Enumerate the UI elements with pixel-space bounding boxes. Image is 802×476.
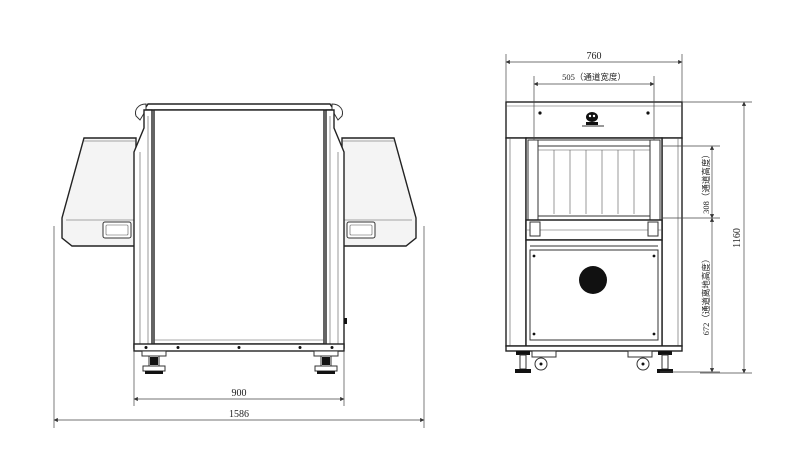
base-bolts xyxy=(144,346,334,349)
dim-label-505: 505（通道宽度） xyxy=(562,72,626,82)
dim-label-1160: 1160 xyxy=(732,228,743,248)
right-handle-slot xyxy=(346,221,376,239)
front-view: 900 1586 xyxy=(53,103,425,428)
side-left-panel xyxy=(505,137,527,347)
front-left-caster xyxy=(141,350,167,374)
dimension-tunnel-floor-height: 672（通道离地高度） xyxy=(660,217,720,373)
front-right-column xyxy=(325,109,345,349)
tunnel-curtain xyxy=(537,145,651,217)
dim-label-1586: 1586 xyxy=(229,409,249,420)
front-left-column xyxy=(133,109,153,349)
side-right-panel xyxy=(661,137,683,347)
dimension-overall-width: 1586 xyxy=(53,226,425,428)
left-handle-slot xyxy=(102,221,132,239)
logo-emblem-icon xyxy=(586,112,598,125)
side-base xyxy=(505,345,683,352)
side-left-caster xyxy=(515,350,557,373)
dimension-base-width: 900 xyxy=(133,351,345,406)
ventilation-fan-icon xyxy=(579,266,607,294)
side-right-caster xyxy=(627,350,673,373)
dim-label-900: 900 xyxy=(232,388,247,399)
dim-label-672: 672（通道离地高度） xyxy=(701,255,711,336)
front-main-body xyxy=(153,109,325,345)
dimension-overall-height: 1160 xyxy=(682,101,752,374)
front-roof xyxy=(142,103,336,111)
front-right-caster xyxy=(313,350,339,374)
side-view: 760 505（通道宽度） 308（通道高度） 672（通道离地高度） 116 xyxy=(505,51,752,374)
dimension-tunnel-width: 505（通道宽度） xyxy=(533,72,655,140)
dim-label-308: 308（通道高度） xyxy=(701,150,711,214)
dim-label-760: 760 xyxy=(587,51,602,62)
dimension-side-width: 760 xyxy=(505,51,683,102)
